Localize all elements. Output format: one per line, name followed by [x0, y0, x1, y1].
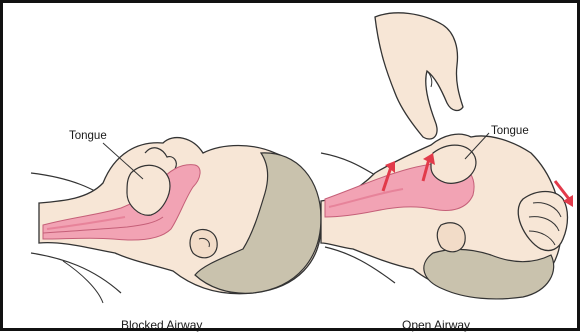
- open-ear: [437, 223, 465, 252]
- open-airway-caption: Open Airway: [402, 319, 470, 331]
- open-airway-figure: [321, 13, 573, 299]
- blocked-airway-caption: Blocked Airway: [121, 319, 202, 331]
- blocked-ear: [190, 229, 217, 257]
- blocked-tongue-label: Tongue: [69, 131, 107, 143]
- blocked-airway-figure: [31, 138, 321, 303]
- lifting-hand: [375, 13, 463, 139]
- open-tongue-label: Tongue: [491, 126, 529, 138]
- airway-illustration: [3, 3, 577, 328]
